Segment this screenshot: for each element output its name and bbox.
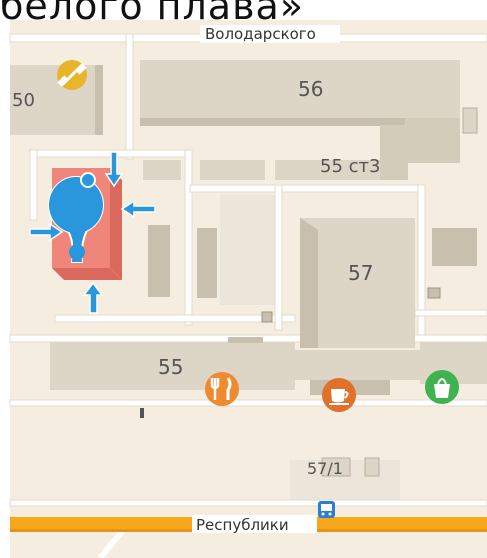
building-55-st3 — [200, 160, 265, 180]
bus-stop-icon[interactable] — [318, 501, 335, 518]
header-caption: белого плава» — [0, 0, 304, 28]
building-55 — [50, 342, 295, 390]
buildings — [10, 60, 487, 477]
diagonal-road — [97, 526, 128, 558]
cafe-icon[interactable] — [322, 378, 356, 412]
gym-icon[interactable] — [57, 60, 87, 90]
street-label-respubliki: Республики — [196, 516, 289, 534]
building-label-56: 56 — [298, 77, 323, 101]
location-pin-icon[interactable] — [48, 172, 104, 263]
building-label-55: 55 — [158, 355, 183, 379]
building-label-57: 57 — [348, 261, 373, 285]
building-56 — [140, 60, 460, 118]
street-label-volodarskogo: Володарского — [205, 25, 316, 43]
building-label-50: 50 — [12, 90, 35, 111]
entrance-arrow-icon — [29, 151, 156, 314]
parking-area — [220, 195, 280, 305]
restaurant-icon[interactable] — [205, 372, 239, 406]
building-label-55-st3: 55 ст3 — [320, 156, 380, 177]
building-57 — [300, 218, 415, 348]
shop-icon[interactable] — [425, 370, 459, 404]
building-label-57-1: 57/1 — [307, 459, 343, 478]
